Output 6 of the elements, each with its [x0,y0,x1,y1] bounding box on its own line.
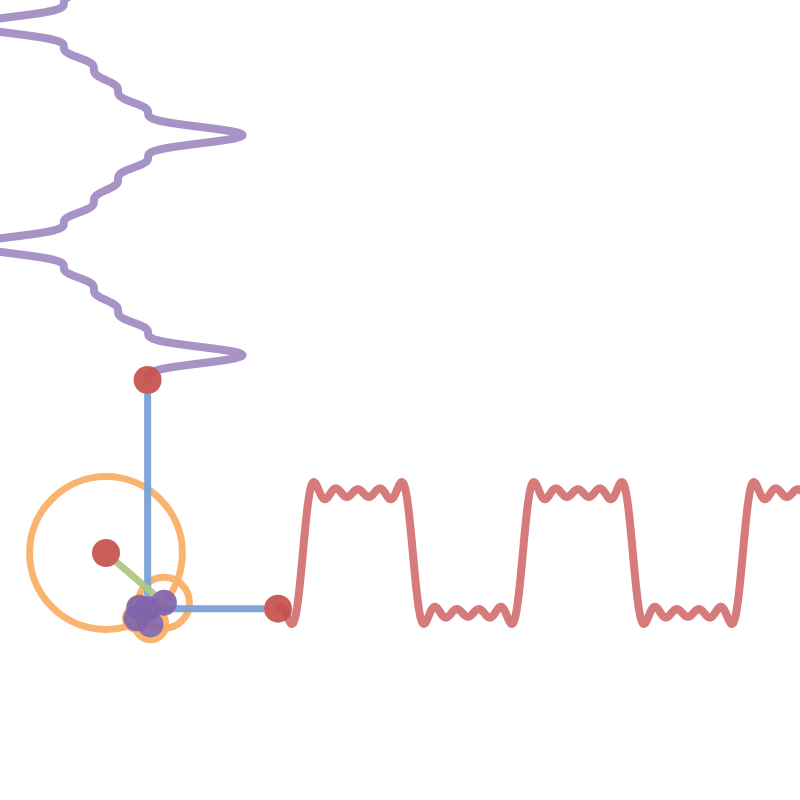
point-marker [264,594,292,623]
projection-line [144,394,152,596]
point-marker [133,366,162,394]
point-marker [92,539,120,567]
point-marker [134,595,161,622]
radius-line [114,559,157,597]
